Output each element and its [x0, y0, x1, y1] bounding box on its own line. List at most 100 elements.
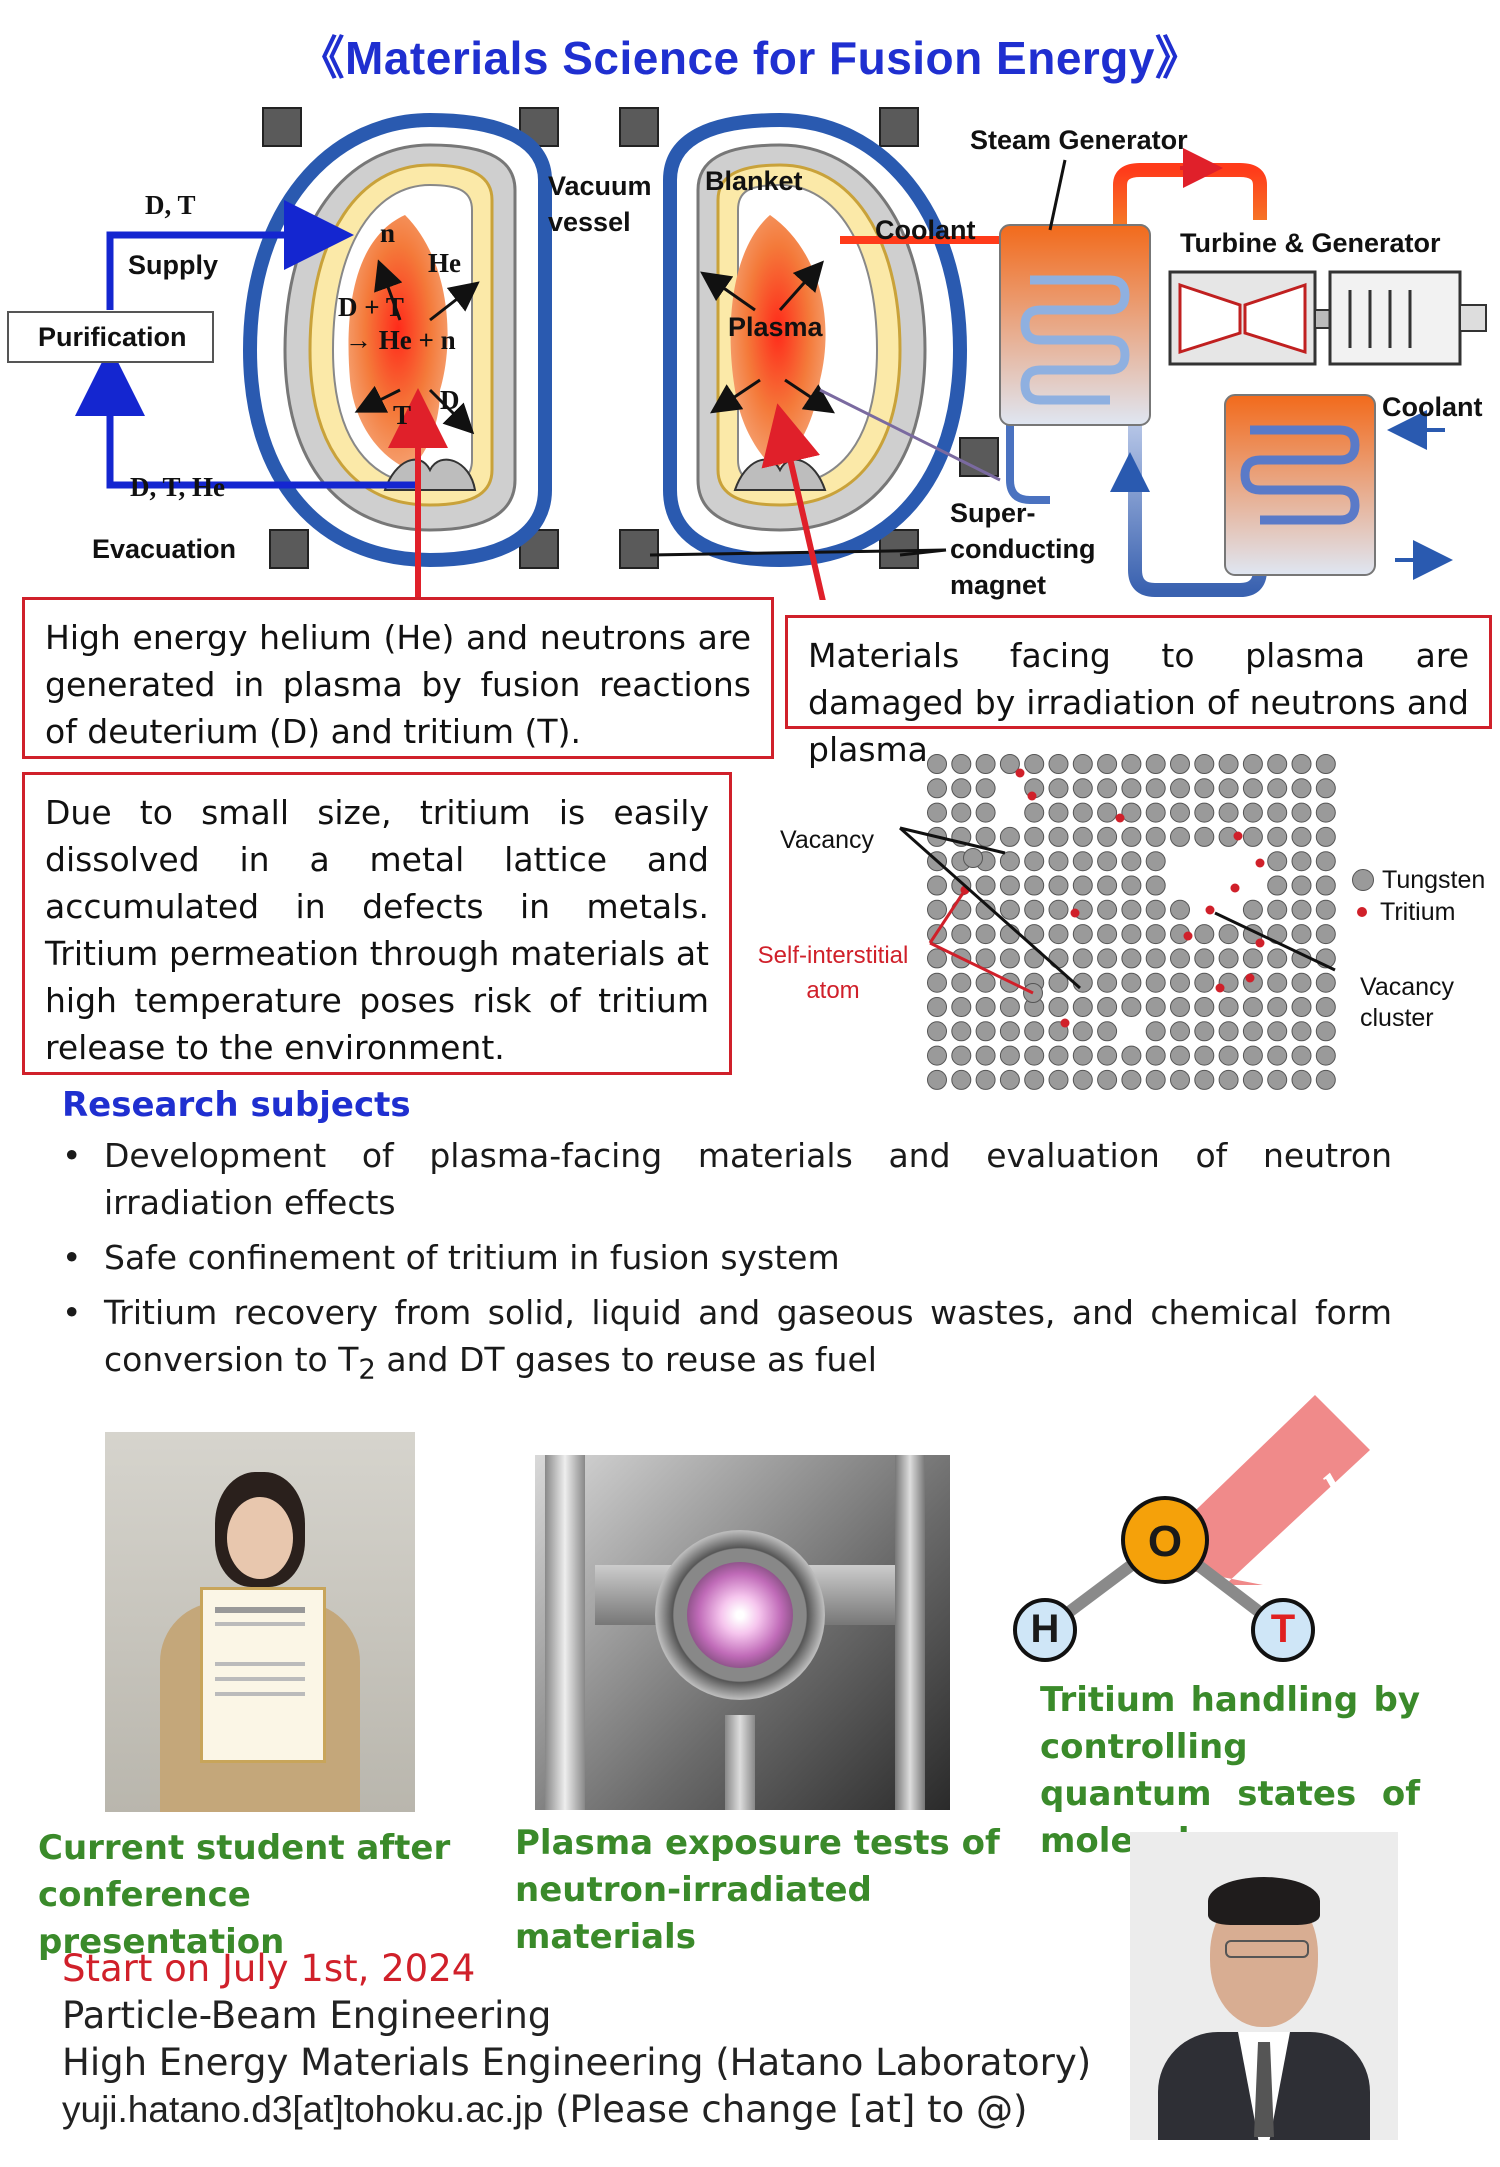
start-date: Start on July 1st, 2024 [62, 1947, 476, 1990]
tungsten-atom [1048, 754, 1069, 774]
tungsten-atom [1170, 778, 1190, 799]
tungsten-atom [927, 875, 947, 896]
tungsten-atom [1194, 754, 1215, 774]
supply-label: Supply [128, 250, 219, 280]
tungsten-atom [1194, 826, 1215, 847]
plasma-damage-box: Materials facing to plasma are damaged b… [785, 615, 1492, 769]
tungsten-atom [1121, 826, 1142, 847]
tritium-atom [1255, 938, 1265, 948]
tungsten-atom [1145, 1021, 1166, 1042]
tungsten-atom [1121, 754, 1142, 774]
tungsten-atom [1097, 754, 1118, 774]
tungsten-atom [1242, 826, 1263, 847]
tungsten-atom [975, 972, 996, 993]
subscript-2: 2 [358, 1353, 376, 1386]
tungsten-atom [951, 778, 972, 799]
tungsten-atom [1170, 1021, 1190, 1042]
tungsten-atom [1267, 754, 1288, 774]
tungsten-atom [999, 899, 1020, 920]
helium-label: He [428, 248, 461, 278]
tritium-atom [1255, 858, 1265, 868]
tungsten-atom [1097, 948, 1118, 969]
reaction-label-1: D + T [338, 292, 404, 322]
tungsten-atom [1097, 1021, 1118, 1042]
tungsten-atom [1315, 1069, 1336, 1090]
tungsten-atom [1048, 899, 1069, 920]
tungsten-atom [1218, 1069, 1239, 1090]
tungsten-atom [927, 972, 947, 993]
tungsten-atom [927, 778, 947, 799]
tungsten-atom [1291, 875, 1312, 896]
tungsten-atom [927, 802, 947, 823]
tungsten-atom [1072, 778, 1093, 799]
tungsten-atom [1145, 1069, 1166, 1090]
tungsten-atom [1145, 899, 1166, 920]
tungsten-atom [1194, 1021, 1215, 1042]
tungsten-atom [1121, 997, 1142, 1017]
hydrogen-symbol: H [1030, 1607, 1060, 1651]
tungsten-atom [1315, 997, 1336, 1017]
tungsten-atom [1291, 1069, 1312, 1090]
tungsten-atom [1315, 1021, 1336, 1042]
tungsten-atom [1048, 997, 1069, 1017]
tungsten-atom [1170, 754, 1190, 774]
tungsten-atom [975, 1021, 996, 1042]
superconducting-magnet-label: Super-conducting magnet [950, 498, 1096, 600]
tungsten-atom [1145, 972, 1166, 993]
tungsten-atom [1242, 1021, 1263, 1042]
tungsten-atom [1218, 997, 1239, 1017]
tritium-symbol: T [1270, 1607, 1296, 1651]
tungsten-atom [1242, 802, 1263, 823]
tungsten-atom [1267, 826, 1288, 847]
tungsten-atom [1170, 802, 1190, 823]
tungsten-atom [1291, 851, 1312, 872]
tritium-atom [1230, 883, 1240, 893]
tungsten-atom [1072, 948, 1093, 969]
tungsten-atom [975, 1045, 996, 1066]
email-note: (Please change [at] to @) [543, 2088, 1028, 2131]
tritium-atom [1027, 791, 1037, 801]
tungsten-atom [1072, 1021, 1093, 1042]
tungsten-atom [1072, 802, 1093, 823]
tungsten-atom [1072, 997, 1093, 1017]
tungsten-atom [1145, 754, 1166, 774]
tungsten-atom [1145, 948, 1166, 969]
tungsten-atom [1121, 802, 1142, 823]
tungsten-atom [999, 997, 1020, 1017]
tungsten-atom [1218, 1021, 1239, 1042]
tungsten-atom [1170, 826, 1190, 847]
self-interstitial-label: Self-interstitial atom [757, 942, 909, 1004]
tungsten-atom [1291, 899, 1312, 920]
tungsten-atom [1291, 754, 1312, 774]
plasma-chamber-photo [535, 1455, 950, 1810]
list-item-text: Tritium recovery from solid, liquid and … [104, 1293, 1392, 1379]
dt-label: D, T [145, 190, 196, 220]
tungsten-atom [927, 1021, 947, 1042]
pointer-line [899, 826, 1081, 990]
tritium-legend-label: Tritium [1380, 897, 1456, 926]
tungsten-atom [1267, 875, 1288, 896]
contact-block: Start on July 1st, 2024 Particle-Beam En… [62, 1945, 1091, 2133]
tungsten-atom [927, 899, 947, 920]
tungsten-atom [1242, 1069, 1263, 1090]
tungsten-atom [1024, 924, 1045, 945]
tungsten-atom [1267, 851, 1288, 872]
tungsten-atom [975, 875, 996, 896]
oxygen-symbol: O [1147, 1517, 1183, 1566]
tungsten-atom [1218, 948, 1239, 969]
tungsten-atom [999, 1021, 1020, 1042]
tungsten-atom [951, 972, 972, 993]
tungsten-atom [951, 754, 972, 774]
tungsten-atom [975, 899, 996, 920]
tungsten-atom [1267, 1045, 1288, 1066]
tungsten-atom [1121, 875, 1142, 896]
tungsten-atom [1267, 972, 1288, 993]
tritium-label: T [393, 400, 412, 430]
tungsten-atom [1145, 778, 1166, 799]
tungsten-atom [1194, 948, 1215, 969]
tungsten-atom [1097, 826, 1118, 847]
tungsten-atom [1048, 851, 1069, 872]
tungsten-atom [1121, 1045, 1142, 1066]
tungsten-atom [1218, 1045, 1239, 1066]
tungsten-atom [1072, 826, 1093, 847]
